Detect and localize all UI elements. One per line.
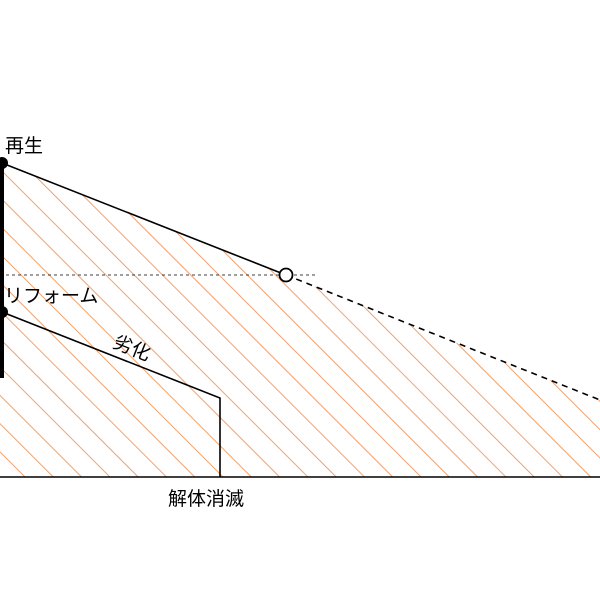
projection-dashed-line	[285, 274, 600, 401]
reform-label: リフォーム	[4, 285, 98, 307]
regeneration-line	[1, 162, 287, 276]
regeneration-point	[0, 157, 8, 169]
hatched-value-area	[0, 163, 600, 477]
reform-point	[0, 306, 8, 318]
regeneration-label: 再生	[5, 135, 43, 157]
demolition-label: 解体消滅	[168, 488, 244, 510]
target-open-point	[278, 267, 294, 283]
deterioration-line	[1, 311, 221, 477]
